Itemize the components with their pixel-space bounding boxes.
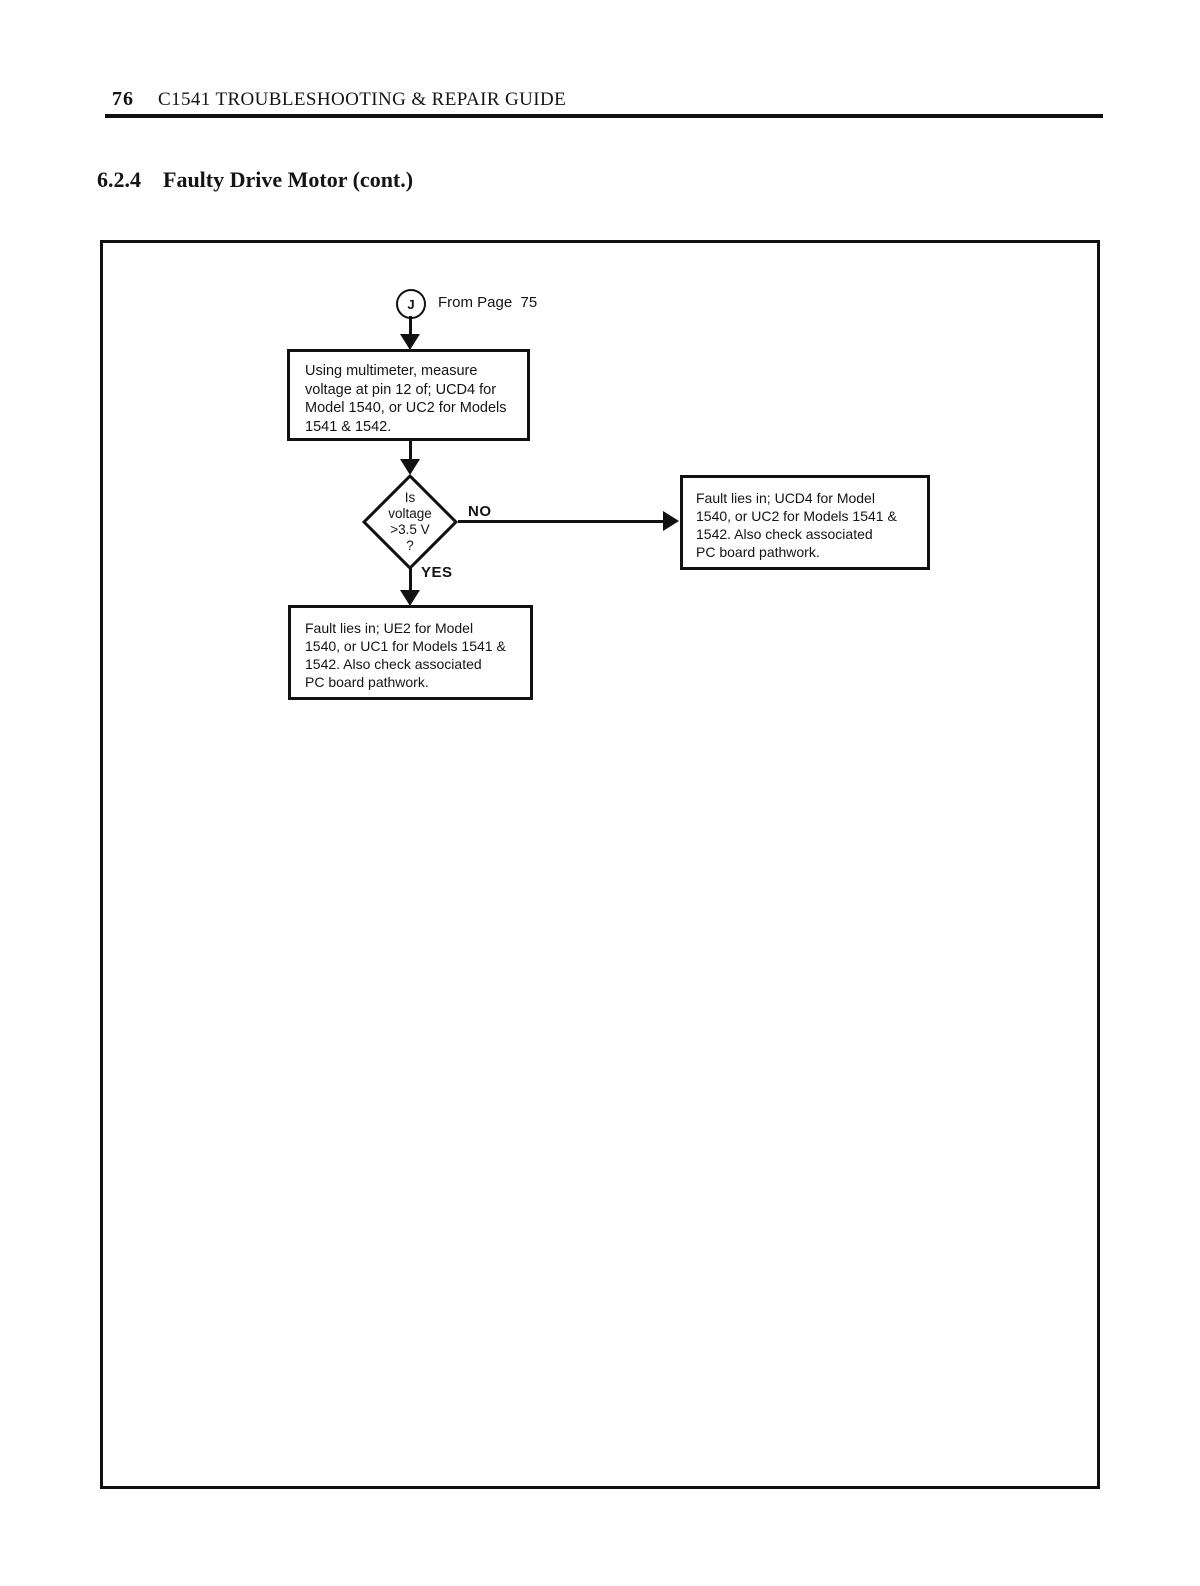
branch-label-yes: YES <box>421 564 453 581</box>
result-box-yes-fault: Fault lies in; UE2 for Model 1540, or UC… <box>288 605 533 700</box>
entry-connector-caption: From Page 75 <box>438 294 538 311</box>
result-box-no-fault: Fault lies in; UCD4 for Model 1540, or U… <box>680 475 930 570</box>
line-process-to-decision <box>409 441 412 461</box>
branch-label-no: NO <box>468 503 492 520</box>
arrow-down-icon <box>400 590 420 606</box>
header-rule <box>105 114 1103 118</box>
line-decision-to-yes-box <box>409 568 412 592</box>
section-title: Faulty Drive Motor (cont.) <box>163 167 414 192</box>
line-connector-to-process <box>409 316 412 338</box>
arrow-down-icon <box>400 459 420 475</box>
flowchart-frame <box>100 240 1100 1489</box>
arrow-down-icon <box>400 334 420 350</box>
entry-connector-circle: J <box>396 289 426 319</box>
section-number: 6.2.4 <box>97 167 141 192</box>
page-number: 76 <box>112 88 134 110</box>
process-box-measure-voltage: Using multimeter, measure voltage at pin… <box>287 349 530 441</box>
decision-text: Is voltage >3.5 V ? <box>388 490 432 553</box>
header-title: C1541 TROUBLESHOOTING & REPAIR GUIDE <box>158 89 567 110</box>
decision-diamond-voltage: Is voltage >3.5 V ? <box>361 473 459 571</box>
section-heading: 6.2.4 Faulty Drive Motor (cont.) <box>97 167 413 193</box>
line-decision-to-no-box <box>458 520 666 523</box>
arrow-right-icon <box>663 511 679 531</box>
